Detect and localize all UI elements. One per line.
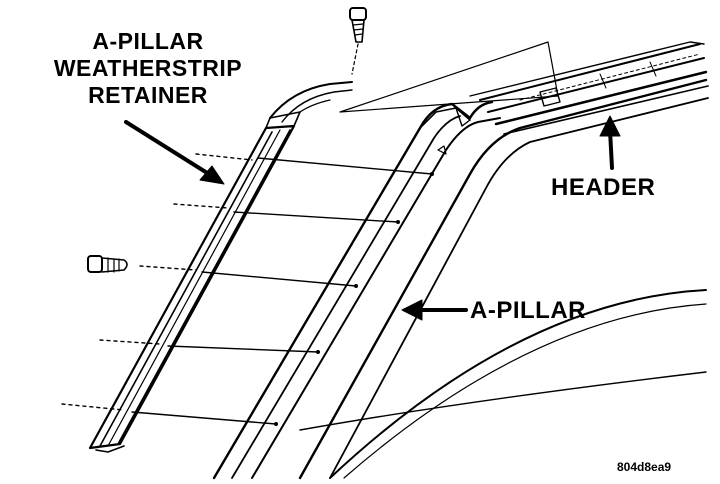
alignment-lines [61,153,433,425]
retainer-label-line3: RETAINER [88,82,208,108]
retainer-label: A-PILLAR WEATHERSTRIP RETAINER [38,28,258,109]
weatherstrip-retainer [88,81,353,453]
arrow-header [599,115,621,170]
retainer-label-line2: WEATHERSTRIP [53,55,243,81]
windshield-glass-corner [339,41,559,113]
arrow-retainer [124,120,225,185]
bolt-icon [87,255,128,273]
screw-icon [349,7,367,75]
figure-id: 804d8ea9 [617,460,672,474]
a-pillar-label: A-PILLAR [470,297,586,324]
header-rail [469,41,709,135]
header-label: HEADER [551,174,656,201]
retainer-label-line1: A-PILLAR [92,28,204,54]
a-pillar-body [212,78,709,480]
door-frame [299,289,707,479]
arrow-a-pillar [401,299,468,321]
